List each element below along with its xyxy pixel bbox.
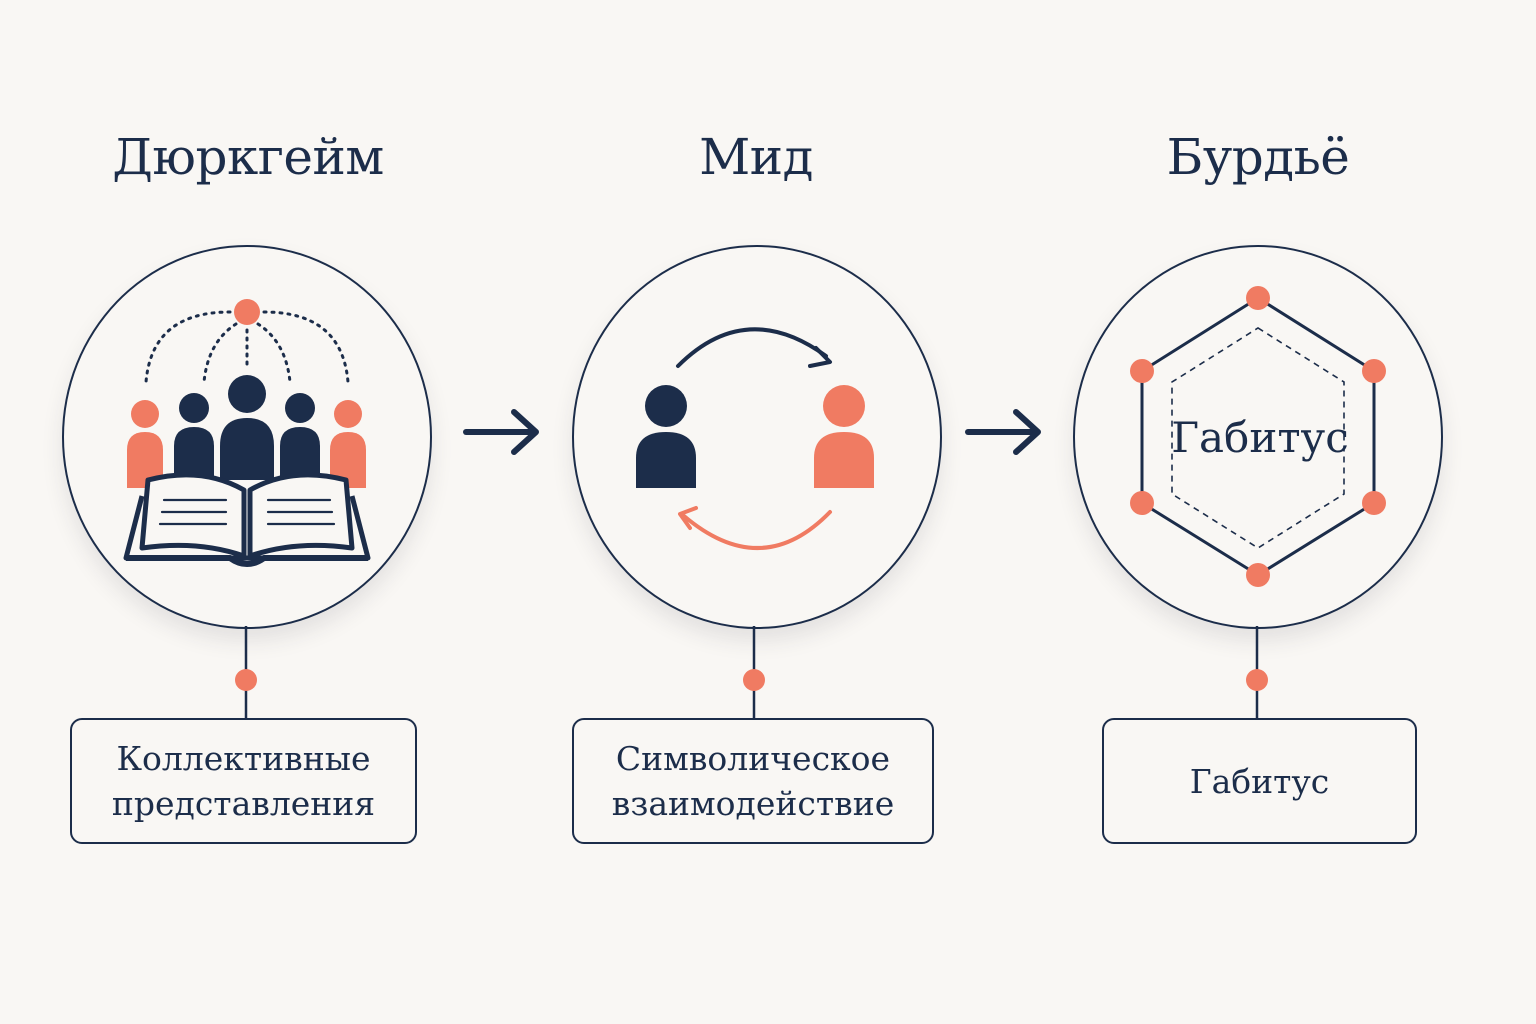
right-arrow-icon <box>965 409 1041 455</box>
stage-title-bourdieu: Бурдьё <box>1166 128 1350 186</box>
concept-label-line: Габитус <box>1189 761 1330 801</box>
two-people-exchange-icon <box>636 327 874 550</box>
concept-box-durkheim: Коллективные представления <box>70 718 417 844</box>
stage-title-mead: Мид <box>699 128 813 186</box>
concept-label-line: Коллективные <box>116 739 371 778</box>
stage-title-durkheim: Дюркгейм <box>112 128 384 186</box>
right-arrow-icon <box>463 409 539 455</box>
habitus-center-text: Габитус <box>1171 413 1349 462</box>
hexagon-network-icon: Габитус <box>1130 286 1386 587</box>
connector-mead <box>743 626 765 720</box>
concept-label-line: взаимодействие <box>611 784 895 823</box>
concept-label-line: Символическое <box>615 739 891 778</box>
crowd-with-book-icon <box>123 299 371 567</box>
stage-circle-mead <box>572 245 942 629</box>
connector-bourdieu <box>1246 626 1268 720</box>
concept-label-line: представления <box>111 784 376 823</box>
connector-durkheim <box>235 626 257 720</box>
concept-box-bourdieu: Габитус <box>1102 718 1417 844</box>
concept-box-mead: Символическое взаимодействие <box>572 718 934 844</box>
